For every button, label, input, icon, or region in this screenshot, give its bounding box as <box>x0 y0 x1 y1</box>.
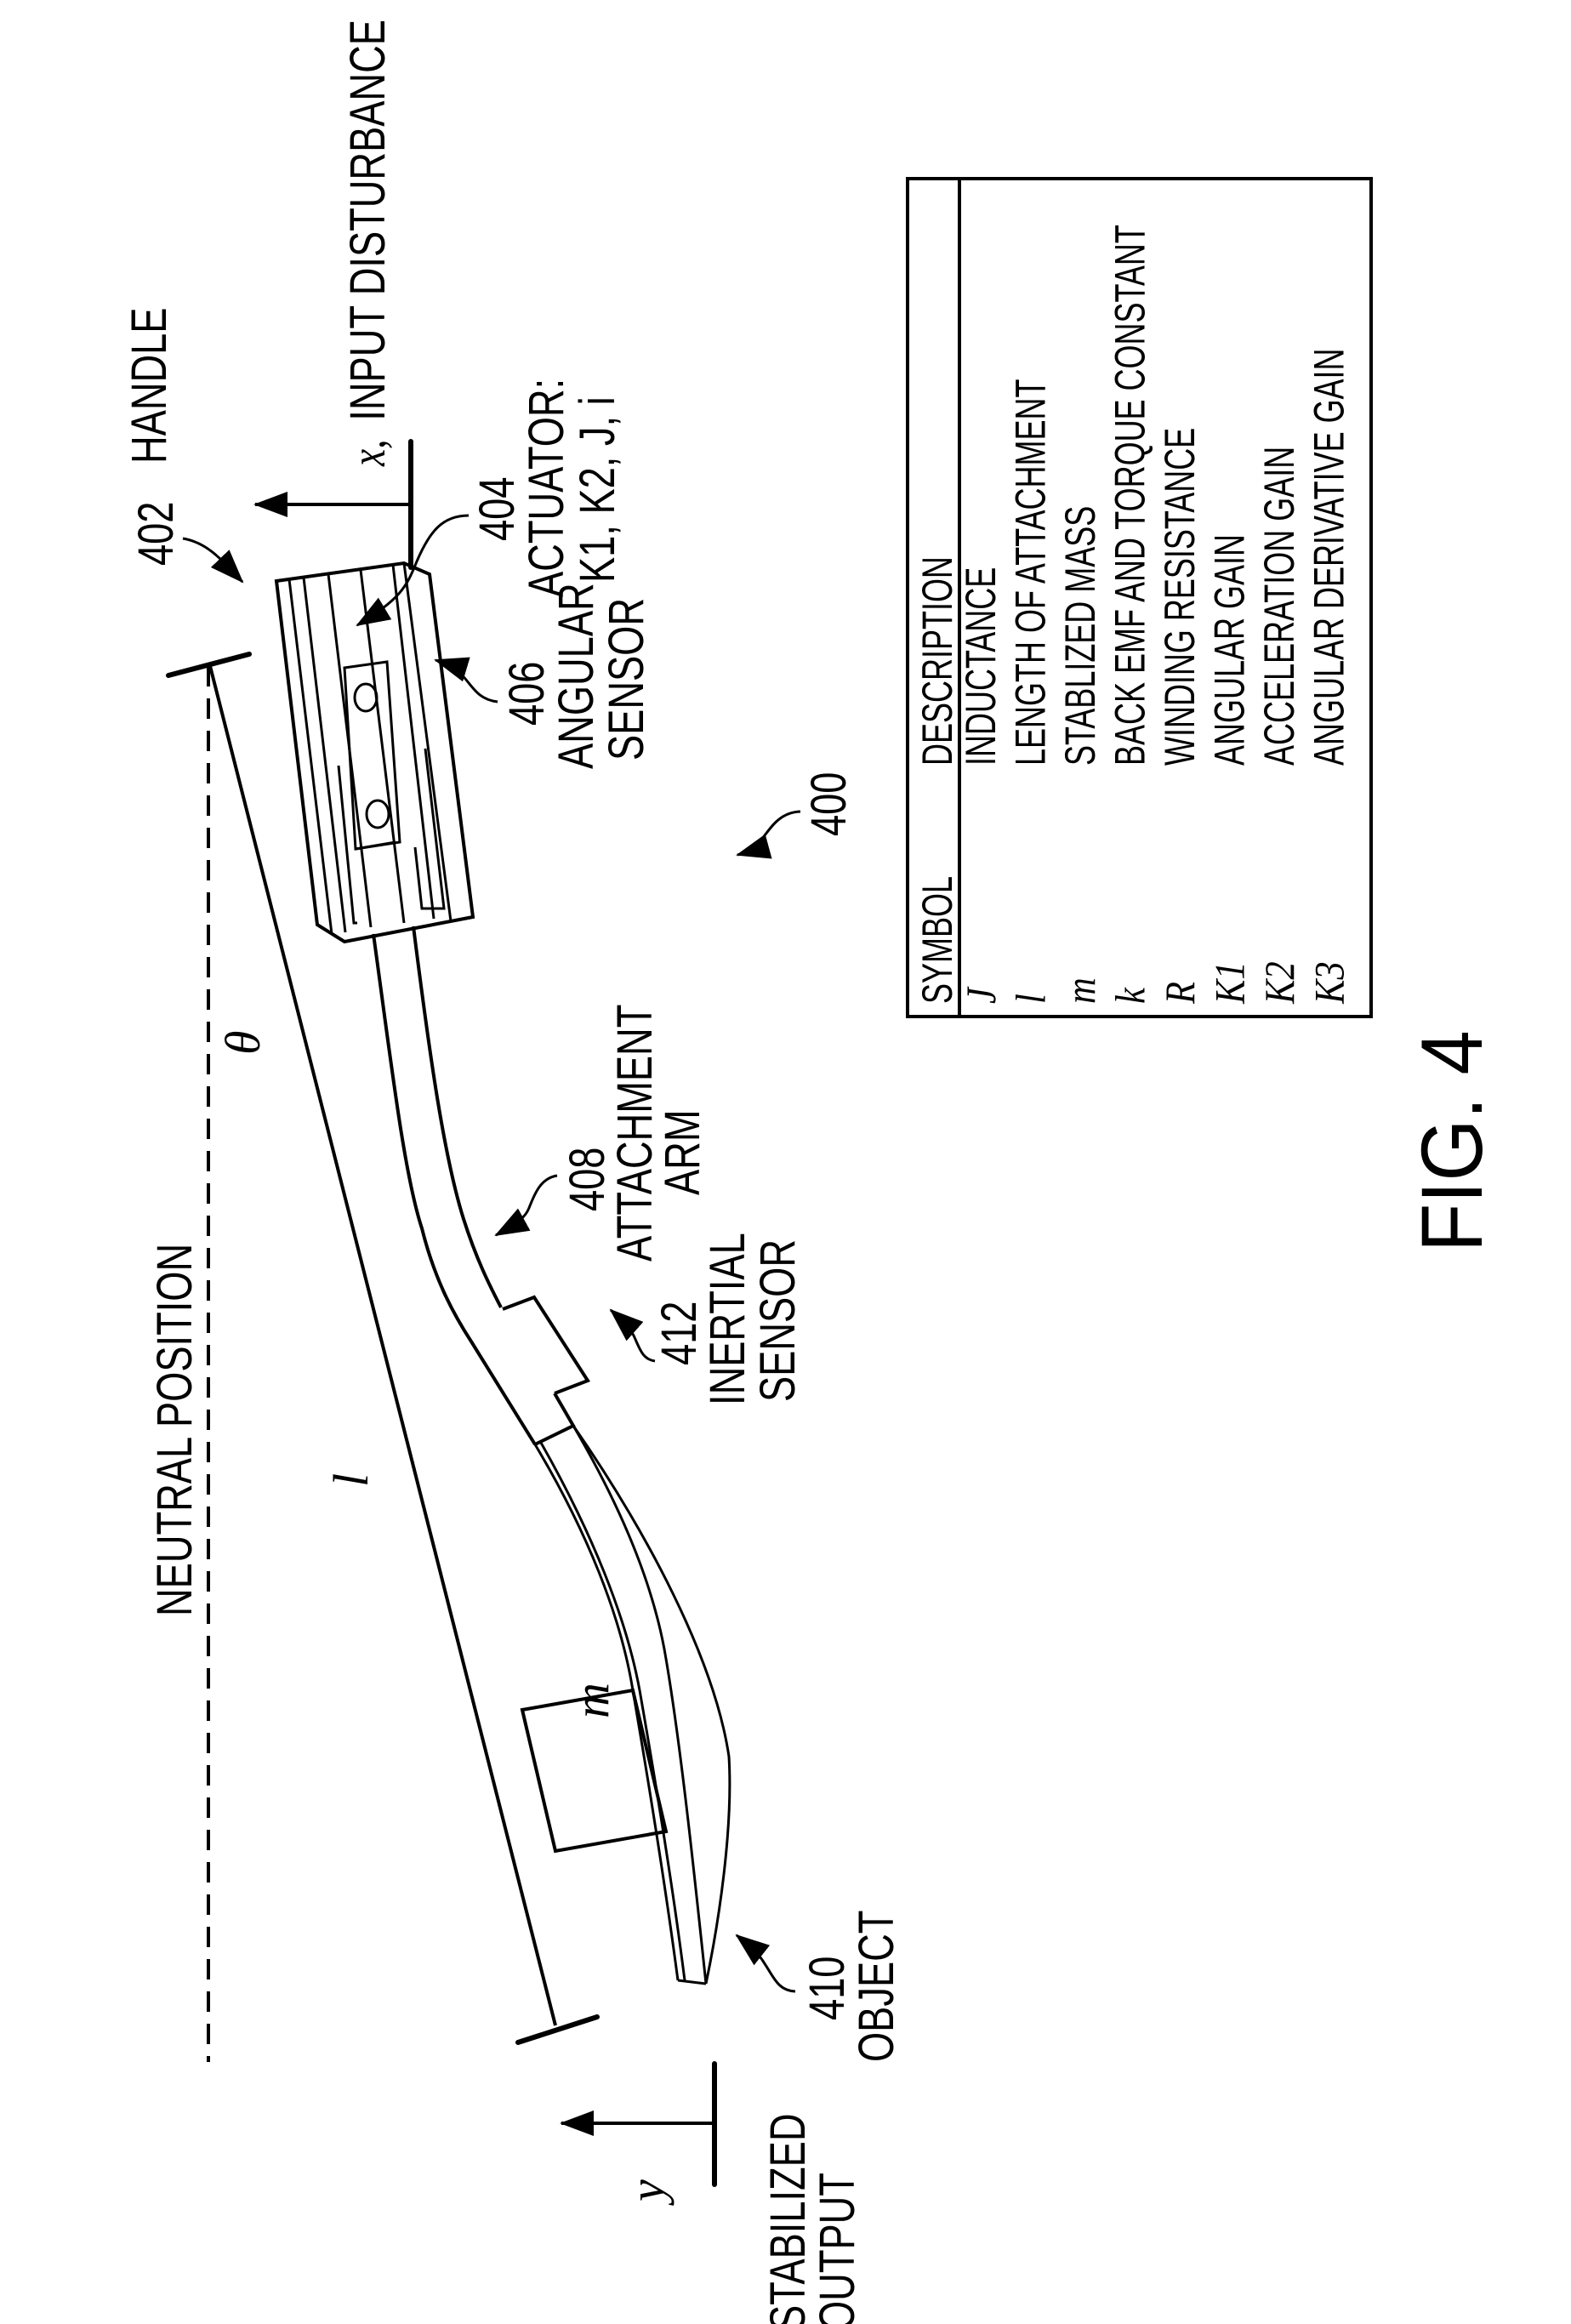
object-ref: 410 <box>800 1957 856 2020</box>
symbol-table: SYMBOL DESCRIPTION J INDUCTANCE l LENGTH OF… <box>906 177 1373 1018</box>
inertial-sensor-leader-arrow <box>609 1308 656 1363</box>
mass-symbol: m <box>564 1683 619 1718</box>
attachment-arm <box>372 926 731 1985</box>
sensor-circle-bottom <box>365 799 390 829</box>
sensor-circle-top <box>353 682 379 713</box>
angular-sensor-label-2: SENSOR <box>600 598 655 760</box>
object-leader-arrow <box>735 1934 796 1993</box>
table-cell-symbol: K2 <box>1257 961 1304 1005</box>
figure-title: FIG. 4 <box>1403 1030 1500 1252</box>
inertial-sensor-label-1: INERTIAL <box>701 1233 756 1405</box>
attachment-arm-label-1: ATTACHMENT <box>608 1005 663 1262</box>
object-label: OBJECT <box>850 1911 905 2062</box>
assembly-leader-arrow <box>736 810 801 859</box>
table-cell-symbol: K3 <box>1306 961 1353 1005</box>
table-cell-description: ANGULAR GAIN <box>1207 534 1254 766</box>
table-cell-symbol: m <box>1058 977 1105 1004</box>
actuator-ref: 404 <box>470 477 526 541</box>
mass-block <box>520 1688 669 1854</box>
length-symbol: l <box>323 1473 379 1487</box>
attachment-arm-ref: 408 <box>561 1148 616 1211</box>
table-cell-description: BACK EMF AND TORQUE CONSTANT <box>1107 225 1154 766</box>
input-symbol: x, <box>342 440 396 467</box>
length-tick-bottom <box>515 2014 600 2045</box>
input-disturbance-label: x, INPUT DISTURBANCE <box>341 20 396 467</box>
table-cell-symbol: R <box>1158 982 1204 1005</box>
attachment-arm-label-2: ARM <box>656 1109 711 1195</box>
angular-sensor-leader-arrow <box>434 657 498 703</box>
handle-ref: 402 <box>129 502 185 566</box>
handle-leader-arrow <box>182 537 244 584</box>
table-cell-description: WINDING RESISTANCE <box>1157 428 1204 766</box>
table-cell-symbol: K1 <box>1207 961 1254 1005</box>
angular-sensor-ref: 406 <box>500 662 555 726</box>
output-symbol: y <box>619 2179 675 2206</box>
actuator-label: ACTUATOR: <box>520 379 575 597</box>
handle-label: HANDLE <box>122 308 178 464</box>
table-cell-symbol: l <box>1008 994 1055 1004</box>
length-line <box>208 665 557 2026</box>
angular-sensor-label-1: ANGULAR <box>549 583 605 769</box>
actuator-block <box>274 561 475 944</box>
table-header-symbol: SYMBOL <box>914 876 961 1004</box>
input-label: INPUT DISTURBANCE <box>341 20 396 421</box>
table-cell-description: INDUCTANCE <box>958 567 1005 766</box>
assembly-ref: 400 <box>802 772 857 836</box>
table-cell-description: ANGULAR DERIVATIVE GAIN <box>1306 348 1353 766</box>
actuator-params: K1, K2, J, i <box>571 396 626 583</box>
actuator-leader-arrow <box>356 514 470 627</box>
neutral-position-label: NEUTRAL POSITION <box>148 1244 203 1616</box>
table-header-description: DESCRIPTION <box>914 556 961 766</box>
table-border <box>906 177 1373 1018</box>
output-label-2: OUTPUT <box>811 2173 866 2324</box>
table-cell-description: LENGTH OF ATTACHMENT <box>1008 379 1055 766</box>
inertial-sensor-ref: 412 <box>652 1302 708 1365</box>
length-tick-top <box>166 652 252 678</box>
table-cell-description: STABLIZED MASS <box>1057 506 1104 766</box>
table-cell-symbol: k <box>1107 987 1154 1004</box>
inertial-sensor-label-2: SENSOR <box>751 1239 806 1402</box>
output-label-1: STABILIZED <box>761 2113 817 2324</box>
table-cell-description: ACCELERATION GAIN <box>1256 447 1303 766</box>
theta-symbol: θ <box>215 1031 270 1056</box>
attachment-arm-leader-arrow <box>494 1174 558 1237</box>
table-cell-symbol: J <box>959 986 1005 1004</box>
